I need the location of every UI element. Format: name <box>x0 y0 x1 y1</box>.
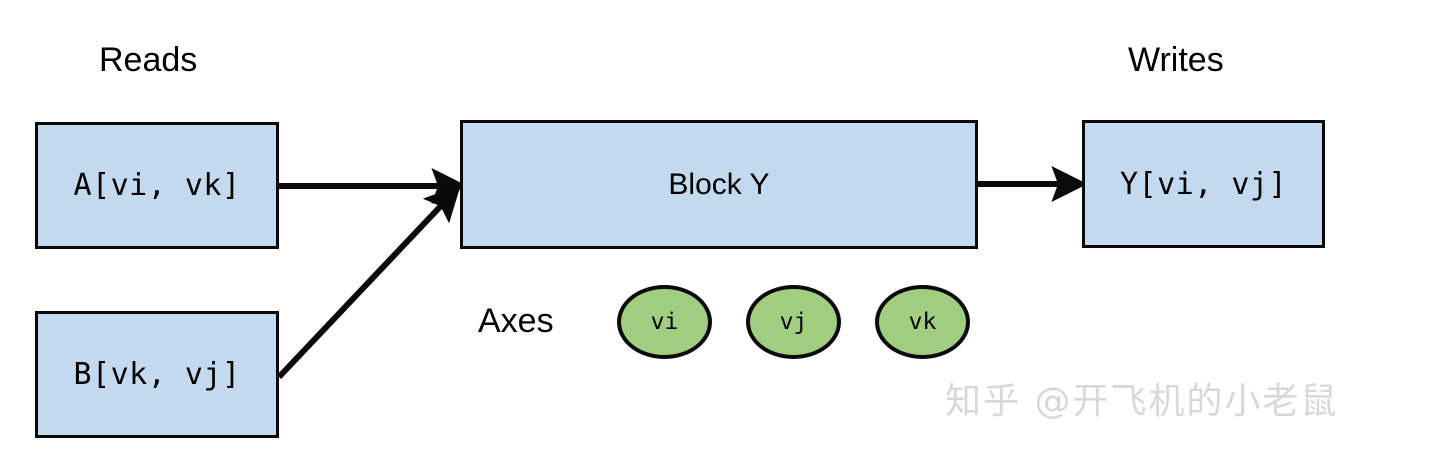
axis-node-vi[interactable]: vi <box>617 285 712 359</box>
reads-heading: Reads <box>99 41 198 79</box>
node-b-input[interactable]: B[vk, vj] <box>35 311 279 438</box>
node-b-input-label: B[vk, vj] <box>73 357 241 392</box>
writes-heading: Writes <box>1128 41 1224 79</box>
watermark-text: 知乎 @开飞机的小老鼠 <box>945 381 1339 422</box>
axis-node-vk[interactable]: vk <box>875 285 970 359</box>
node-y-output[interactable]: Y[vi, vj] <box>1082 120 1325 248</box>
node-a-input[interactable]: A[vi, vk] <box>35 122 279 249</box>
axis-node-vj-label: vj <box>779 309 808 335</box>
axis-node-vk-label: vk <box>908 309 937 335</box>
axis-node-vi-label: vi <box>650 309 679 335</box>
node-block-y-label: Block Y <box>668 167 770 201</box>
node-y-output-label: Y[vi, vj] <box>1119 166 1288 202</box>
axis-node-vj[interactable]: vj <box>746 285 841 359</box>
node-block-y[interactable]: Block Y <box>460 120 978 249</box>
edge-b-to-block-y <box>276 184 461 380</box>
node-a-input-label: A[vi, vk] <box>73 168 241 203</box>
axes-heading: Axes <box>478 302 554 340</box>
